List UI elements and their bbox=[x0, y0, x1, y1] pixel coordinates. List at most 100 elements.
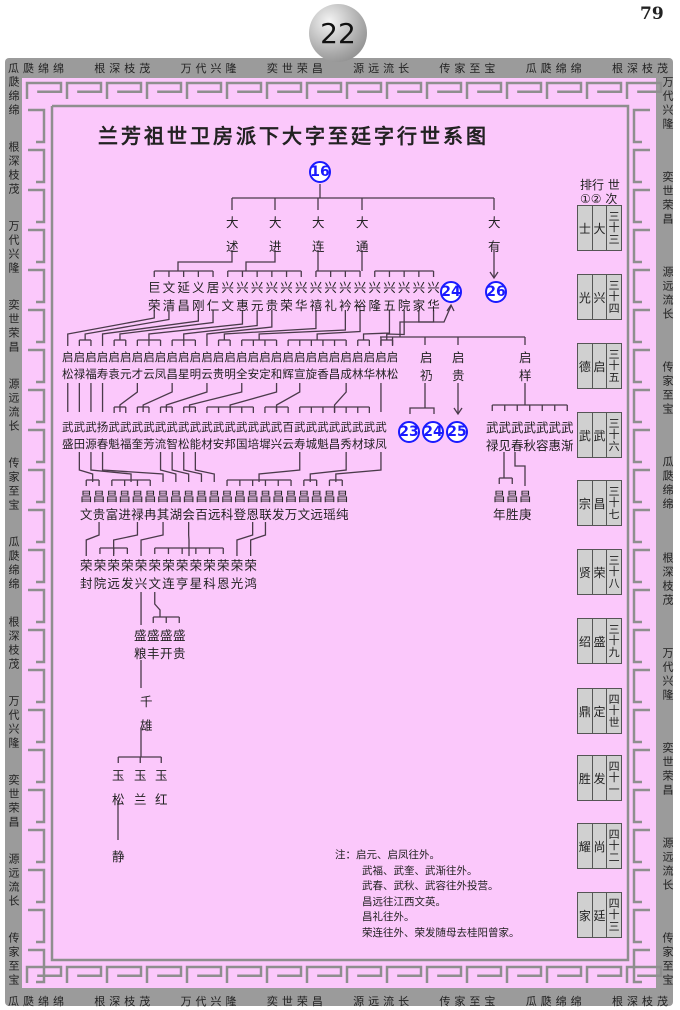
arrow-icon bbox=[453, 407, 463, 416]
border-phrase: 奕世荣昌 bbox=[266, 62, 327, 75]
ref-circle-25[interactable]: 25 bbox=[446, 421, 468, 443]
person-g34: 兴礼 bbox=[324, 280, 337, 314]
person-g33: 大连 bbox=[312, 215, 325, 254]
person-g36b: 武秋 bbox=[523, 420, 537, 454]
person-g37: 昌进 bbox=[118, 489, 131, 523]
fret-pattern bbox=[25, 81, 63, 99]
fret-pattern bbox=[505, 81, 543, 99]
ref-circle-16[interactable]: 16 bbox=[309, 161, 331, 183]
fret-pattern bbox=[425, 81, 463, 99]
connector-line bbox=[236, 522, 254, 556]
person-g35: 启福 bbox=[85, 350, 97, 381]
fret-pattern bbox=[25, 965, 63, 983]
connector-line bbox=[316, 310, 361, 340]
person-g39: 盛丰 bbox=[147, 628, 160, 662]
fret-pattern bbox=[505, 965, 543, 983]
person-g37: 昌富 bbox=[105, 489, 119, 523]
fret-pattern bbox=[65, 965, 103, 983]
fret-pattern bbox=[585, 81, 623, 99]
person-g34: 兴家 bbox=[412, 280, 426, 314]
person-g35: 启辉 bbox=[282, 350, 294, 381]
person-g35: 启明 bbox=[189, 350, 202, 381]
generation-number: 三十九 bbox=[608, 622, 620, 659]
fret-pattern bbox=[28, 148, 46, 184]
connector-line bbox=[84, 310, 170, 340]
fret-pattern bbox=[28, 348, 46, 384]
person-g37: 昌禄 bbox=[131, 489, 144, 523]
person-g35: 启禄 bbox=[73, 350, 86, 381]
person-g35b: 启礽 bbox=[420, 350, 433, 384]
person-g36: 武田 bbox=[73, 420, 86, 451]
fret-pattern bbox=[28, 428, 46, 464]
person-g37b: 昌庚 bbox=[519, 489, 532, 523]
fret-pattern bbox=[185, 81, 223, 99]
person-g37: 昌百 bbox=[195, 489, 208, 523]
person-g38: 荣光 bbox=[230, 558, 244, 592]
generation-box: 德启三十五 bbox=[577, 343, 622, 389]
fret-pattern bbox=[632, 548, 650, 584]
border-phrase: 万代兴隆 bbox=[7, 220, 20, 277]
ref-circle-24b[interactable]: 24 bbox=[422, 421, 444, 443]
border-phrase: 源远流长 bbox=[7, 378, 20, 435]
person-g35: 启林 bbox=[352, 350, 364, 381]
person-g35: 启松 bbox=[386, 350, 399, 381]
person-g37: 昌文 bbox=[297, 489, 311, 523]
person-g36: 武智 bbox=[166, 420, 178, 451]
fret-pattern bbox=[28, 308, 46, 344]
connector-line bbox=[249, 522, 267, 556]
person-g34: 兴华 bbox=[295, 280, 308, 314]
fret-pattern bbox=[545, 965, 583, 983]
fret-pattern bbox=[28, 788, 46, 824]
border-phrase: 瓜瓞绵绵 bbox=[7, 536, 20, 593]
fret-pattern bbox=[632, 308, 650, 344]
generation-box: 绍盛三十九 bbox=[577, 618, 622, 664]
person-g36: 武国 bbox=[236, 420, 248, 451]
person-g36: 武城 bbox=[305, 420, 318, 451]
fret-pattern bbox=[545, 81, 583, 99]
person-g34: 兴隆 bbox=[368, 280, 382, 314]
border-phrase: 根深枝茂 bbox=[661, 551, 674, 608]
generation-box: 家廷四十三 bbox=[577, 892, 622, 938]
ref-circle-23[interactable]: 23 bbox=[398, 421, 420, 443]
fret-pattern bbox=[625, 965, 663, 983]
connector-line bbox=[67, 310, 155, 340]
border-phrase: 源远流长 bbox=[661, 266, 674, 323]
person-g34: 兴惠 bbox=[236, 280, 249, 314]
border-phrase: 传家至宝 bbox=[7, 931, 20, 988]
person-g36: 武魁 bbox=[108, 420, 120, 451]
ref-circle-26[interactable]: 26 bbox=[485, 281, 507, 303]
person-g36b: 武见 bbox=[498, 420, 512, 454]
rank-char: 武 bbox=[578, 413, 593, 457]
note-line: 武春、武秋、武容往外投营。 bbox=[362, 880, 499, 892]
connector-line bbox=[335, 452, 382, 482]
arrow-icon bbox=[446, 303, 455, 312]
connector-line bbox=[309, 452, 347, 482]
person-g34: 兴荣 bbox=[280, 280, 293, 314]
person-g36: 武芳 bbox=[143, 420, 155, 451]
person-g35: 启袁 bbox=[108, 350, 120, 381]
border-phrase: 万代兴隆 bbox=[661, 76, 674, 132]
person-g35: 启华 bbox=[363, 350, 376, 381]
person-g36: 武球 bbox=[363, 420, 376, 451]
generation-box: 贤荣三十八 bbox=[577, 549, 622, 595]
person-g39: 盛贵 bbox=[173, 628, 186, 662]
note-line: 启元、启凤往外。 bbox=[356, 849, 440, 861]
person-g37: 昌纯 bbox=[336, 489, 349, 523]
person-g35: 启贵 bbox=[212, 350, 225, 381]
generation-number: 三十七 bbox=[608, 484, 620, 521]
generation-box: 鼎定四十世 bbox=[577, 688, 622, 734]
ref-circle-24[interactable]: 24 bbox=[440, 281, 462, 303]
person-g37: 昌冉 bbox=[144, 489, 157, 523]
legend-header-line2: ①② 次 bbox=[580, 192, 618, 207]
person-g36b: 武惠 bbox=[548, 420, 562, 454]
person-g35: 启昌 bbox=[328, 350, 341, 381]
fret-pattern bbox=[28, 508, 46, 544]
person-g35: 启才 bbox=[131, 350, 144, 381]
fret-pattern bbox=[28, 268, 46, 304]
border-phrase: 奕世荣昌 bbox=[7, 773, 20, 830]
notes-label: 注： bbox=[335, 849, 356, 861]
border-phrase: 奕世荣昌 bbox=[661, 171, 674, 228]
fret-pattern bbox=[632, 188, 650, 224]
person-g36: 武寿 bbox=[294, 420, 306, 451]
fret-pattern bbox=[632, 268, 650, 304]
